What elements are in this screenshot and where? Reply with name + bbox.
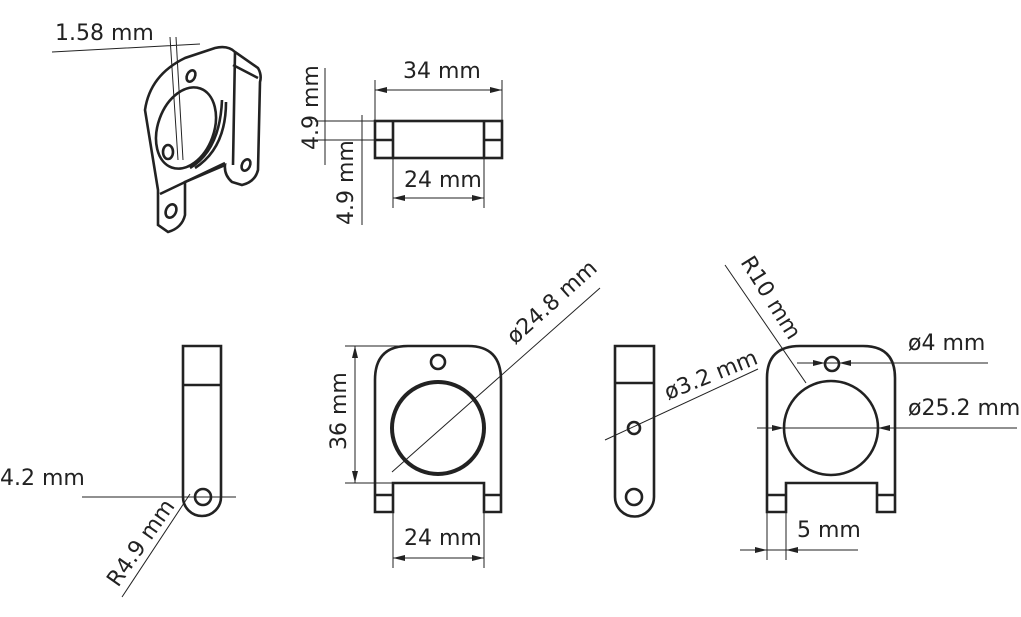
dim-top-width: 34 mm: [403, 59, 481, 84]
isometric-view: 1.58 mm: [51, 21, 262, 234]
dim-left-radius: R4.9 mm: [102, 495, 180, 591]
dim-right-hole: ø3.2 mm: [661, 346, 762, 406]
dim-top-thick-b: 4.9 mm: [334, 140, 359, 225]
left-view: 4.2 mm R4.9 mm: [0, 344, 236, 598]
right-view: ø3.2 mm: [604, 344, 762, 518]
dim-front-inner: 24 mm: [404, 526, 482, 551]
dim-iso-thickness: 1.58 mm: [55, 21, 154, 46]
dim-top-inner: 24 mm: [404, 168, 482, 193]
dim-back-tab: 5 mm: [797, 518, 861, 543]
top-view: 34 mm 24 mm 4.9 mm 4.9 mm: [299, 59, 504, 225]
dim-front-height: 36 mm: [327, 372, 352, 450]
dim-back-bore: ø25.2 mm: [908, 396, 1020, 421]
dim-top-thick-a: 4.9 mm: [299, 65, 324, 150]
dim-front-bore: ø24.8 mm: [502, 256, 602, 350]
dim-left-offset: 4.2 mm: [0, 466, 85, 491]
dim-back-hole: ø4 mm: [908, 331, 985, 356]
front-view: 36 mm ø24.8 mm 24 mm: [327, 256, 602, 568]
back-view: R10 mm ø4 mm ø25.2 mm 5 mm: [724, 252, 1020, 560]
